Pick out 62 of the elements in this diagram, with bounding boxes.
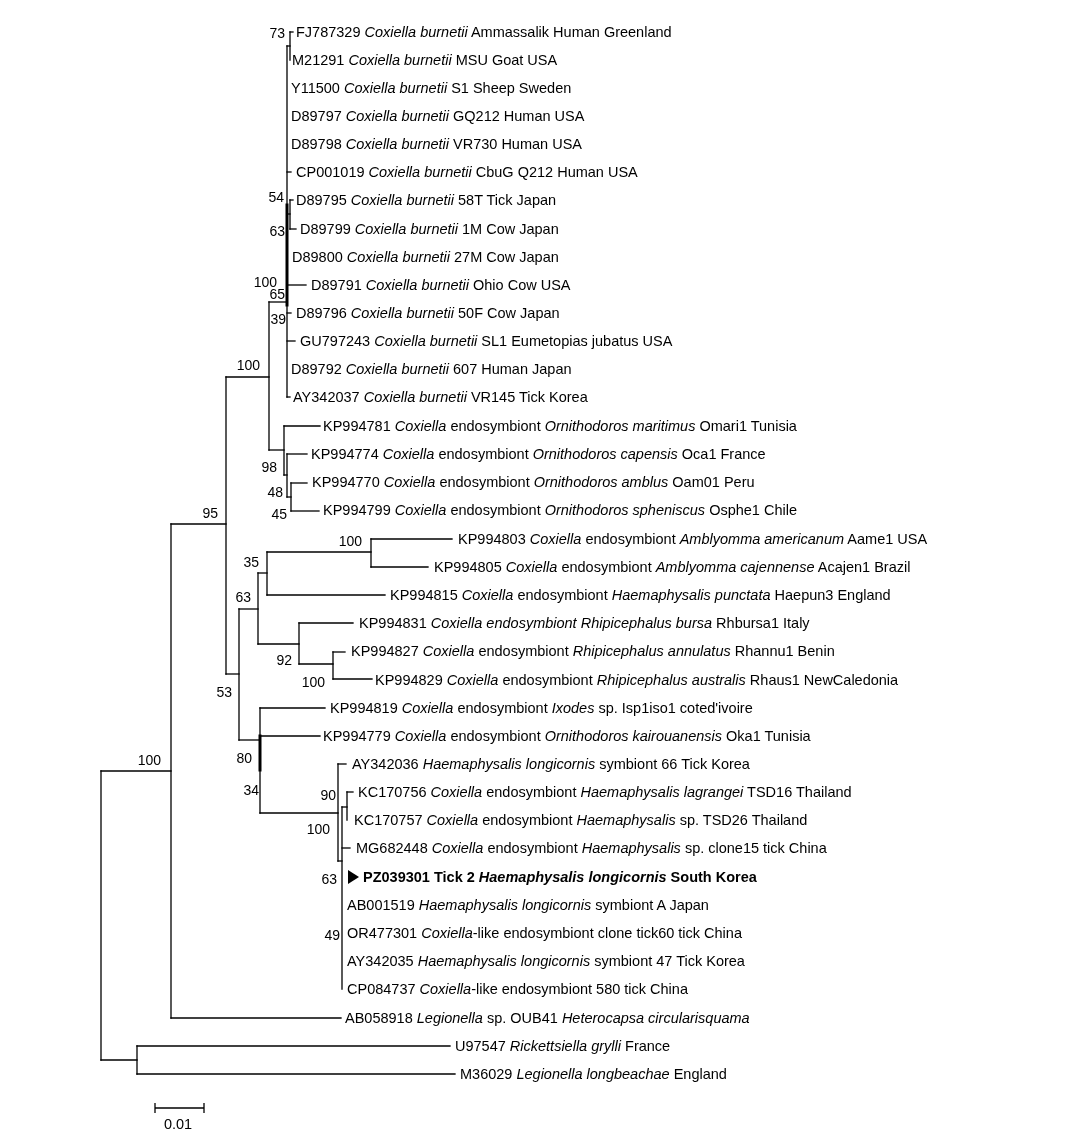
- bootstrap-value: 73: [269, 24, 285, 42]
- bootstrap-value: 100: [236, 356, 260, 374]
- taxon-label: AB058918 Legionella sp. OUB41 Heterocapsa circularisquama: [345, 1009, 750, 1027]
- taxon-label: D89798 Coxiella burnetii VR730 Human USA: [291, 135, 582, 153]
- taxon-label: MG682448 Coxiella endosymbiont Haemaphysalis sp. clone15 tick China: [356, 839, 827, 857]
- taxon-label: PZ039301 Tick 2 Haemaphysalis longicornis South Korea: [363, 868, 757, 886]
- bootstrap-value: 39: [270, 310, 286, 328]
- taxon-label: AB001519 Haemaphysalis longicornis symbiont A Japan: [347, 896, 709, 914]
- taxon-label: KP994770 Coxiella endosymbiont Ornithodoros amblus Oam01 Peru: [312, 473, 755, 491]
- taxon-label: AY342037 Coxiella burnetii VR145 Tick Korea: [293, 388, 588, 406]
- bootstrap-value: 90: [320, 786, 336, 804]
- taxon-label: M36029 Legionella longbeachae England: [460, 1065, 727, 1083]
- bootstrap-value: 95: [202, 504, 218, 522]
- scale-value: 0.01: [163, 1115, 193, 1133]
- taxon-label: KC170757 Coxiella endosymbiont Haemaphysalis sp. TSD26 Thailand: [354, 811, 808, 829]
- taxon-label: KP994774 Coxiella endosymbiont Ornithodoros capensis Oca1 France: [311, 445, 766, 463]
- taxon-label: KP994829 Coxiella endosymbiont Rhipicephalus australis Rhaus1 NewCaledonia: [375, 671, 899, 689]
- taxon-label: D89792 Coxiella burnetii 607 Human Japan: [291, 360, 572, 378]
- taxon-label: M21291 Coxiella burnetii MSU Goat USA: [292, 51, 558, 69]
- taxon-label: KC170756 Coxiella endosymbiont Haemaphysalis lagrangei TSD16 Thailand: [358, 783, 852, 801]
- bootstrap-value: 98: [261, 458, 277, 476]
- bootstrap-value: 100: [253, 273, 277, 290]
- taxon-label: KP994805 Coxiella endosymbiont Amblyomma cajennense Acajen1 Brazil: [434, 558, 911, 576]
- bootstrap-value: 35: [243, 553, 259, 571]
- bootstrap-value: 34: [243, 781, 259, 799]
- bootstrap-value: 100: [301, 673, 325, 691]
- taxon-label: KP994815 Coxiella endosymbiont Haemaphysalis punctata Haepun3 England: [390, 586, 891, 604]
- bootstrap-value: 54: [268, 188, 284, 206]
- bootstrap-value: 53: [216, 683, 232, 701]
- bootstrap-value: 100: [338, 532, 362, 550]
- taxon-label: D89796 Coxiella burnetii 50F Cow Japan: [296, 304, 560, 322]
- bootstrap-value: 63: [235, 588, 251, 606]
- taxon-label: D89791 Coxiella burnetii Ohio Cow USA: [311, 276, 571, 294]
- bootstrap-value: 45: [271, 505, 287, 523]
- taxon-label: AY342036 Haemaphysalis longicornis symbiont 66 Tick Korea: [352, 755, 750, 773]
- bootstrap-value: 48: [267, 483, 283, 501]
- bootstrap-value: 100: [137, 751, 161, 769]
- taxon-label: KP994827 Coxiella endosymbiont Rhipicephalus annulatus Rhannu1 Benin: [351, 642, 835, 660]
- bootstrap-value: 63: [321, 870, 337, 888]
- taxon-label: KP994781 Coxiella endosymbiont Ornithodoros maritimus Omari1 Tunisia: [323, 417, 797, 435]
- bootstrap-value: 100: [306, 820, 330, 838]
- taxon-label: CP084737 Coxiella-like endosymbiont 580 tick China: [347, 980, 688, 998]
- taxon-label: KP994819 Coxiella endosymbiont Ixodes sp. Isp1iso1 coted'ivoire: [330, 699, 753, 717]
- taxon-label: GU797243 Coxiella burnetii SL1 Eumetopias jubatus USA: [300, 332, 673, 350]
- bootstrap-value: 63: [269, 222, 285, 240]
- taxon-label: FJ787329 Coxiella burnetii Ammassalik Human Greenland: [296, 23, 672, 41]
- taxon-label: U97547 Rickettsiella grylli France: [455, 1037, 671, 1055]
- taxon-label: AY342035 Haemaphysalis longicornis symbiont 47 Tick Korea: [347, 952, 745, 970]
- taxon-label: D89799 Coxiella burnetii 1M Cow Japan: [300, 220, 559, 238]
- taxon-label: OR477301 Coxiella-like endosymbiont clone tick60 tick China: [347, 924, 742, 942]
- taxon-label: KP994831 Coxiella endosymbiont Rhipicephalus bursa Rhbursa1 Italy: [359, 614, 810, 632]
- taxon-label: D89795 Coxiella burnetii 58T Tick Japan: [296, 191, 557, 209]
- bootstrap-value: 92: [276, 651, 292, 669]
- bootstrap-value: 80: [236, 749, 252, 767]
- taxon-label: Y11500 Coxiella burnetii S1 Sheep Sweden: [291, 79, 572, 97]
- taxon-label: KP994803 Coxiella endosymbiont Amblyomma americanum Aame1 USA: [458, 530, 928, 548]
- taxon-label: KP994799 Coxiella endosymbiont Ornithodoros spheniscus Osphe1 Chile: [323, 501, 797, 519]
- taxon-label: CP001019 Coxiella burnetii CbuG Q212 Human USA: [296, 163, 638, 181]
- taxon-label: KP994779 Coxiella endosymbiont Ornithodoros kairouanensis Oka1 Tunisia: [323, 727, 811, 745]
- taxon-label: D89800 Coxiella burnetii 27M Cow Japan: [292, 248, 559, 266]
- taxon-label: D89797 Coxiella burnetii GQ212 Human USA: [291, 107, 585, 125]
- bootstrap-value: 49: [324, 926, 340, 944]
